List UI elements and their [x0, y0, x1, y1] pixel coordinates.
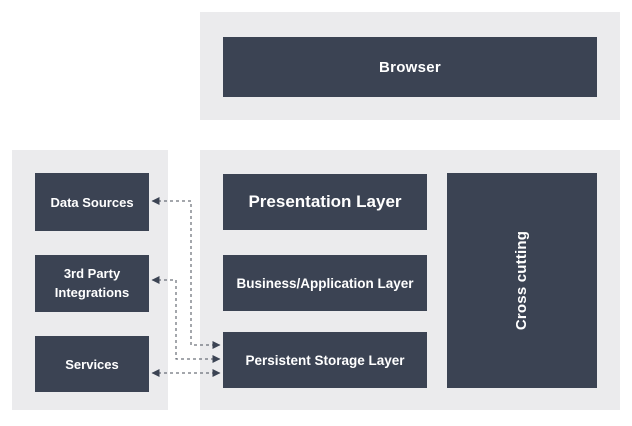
data-sources-box: Data Sources	[35, 173, 149, 231]
browser-label: Browser	[378, 58, 442, 76]
presentation-layer-label: Presentation Layer	[248, 192, 402, 211]
third-party-integrations-label: 3rd Party Integrations	[54, 265, 130, 300]
persistent-storage-layer-box: Persistent Storage Layer	[223, 332, 427, 388]
data-sources-label: Data Sources	[50, 194, 134, 210]
business-application-layer-label: Business/Application Layer	[236, 275, 414, 291]
persistent-storage-layer-label: Persistent Storage Layer	[245, 352, 405, 368]
third-party-integrations-box: 3rd Party Integrations	[35, 255, 149, 312]
business-application-layer-box: Business/Application Layer	[223, 255, 427, 311]
presentation-layer-box: Presentation Layer	[223, 174, 427, 230]
services-box: Services	[35, 336, 149, 392]
browser-box: Browser	[223, 37, 597, 97]
services-label: Services	[65, 356, 119, 372]
cross-cutting-label: Cross cutting	[513, 230, 531, 331]
cross-cutting-box: Cross cutting	[447, 173, 597, 388]
